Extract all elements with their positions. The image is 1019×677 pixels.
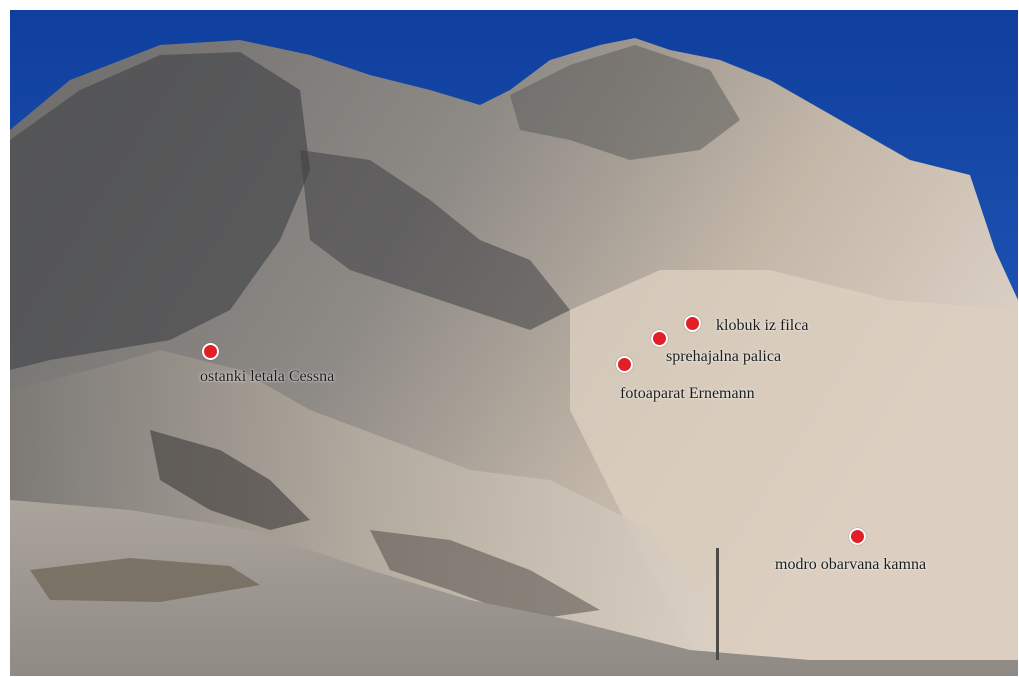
brown-patch <box>30 558 260 602</box>
shadow-ridge <box>10 52 310 370</box>
label-modro-obarvana-kamna: modro obarvana kamna <box>775 556 927 573</box>
marker-modro-obarvana-kamna <box>849 528 866 545</box>
marker-klobuk-iz-filca <box>684 315 701 332</box>
mountain-photo <box>10 10 1018 676</box>
label-klobuk-iz-filca: klobuk iz filca <box>716 317 809 334</box>
dark-slab <box>150 430 310 530</box>
shadow-gully <box>300 150 570 330</box>
marker-ostanki-letala-cessna <box>202 343 219 360</box>
marker-fotoaparat-ernemann <box>616 356 633 373</box>
label-ostanki-letala-cessna: ostanki letala Cessna <box>200 368 335 385</box>
marker-pole <box>716 548 719 660</box>
marker-sprehajalna-palica <box>651 330 668 347</box>
label-sprehajalna-palica: sprehajalna palica <box>666 348 782 365</box>
label-fotoaparat-ernemann: fotoaparat Ernemann <box>620 385 755 402</box>
shadow-upper-right <box>510 45 740 160</box>
scree-foreground <box>10 500 1018 676</box>
dark-slab-2 <box>370 530 600 620</box>
photo-frame: klobuk iz filca sprehajalna palica fotoa… <box>10 10 1018 676</box>
